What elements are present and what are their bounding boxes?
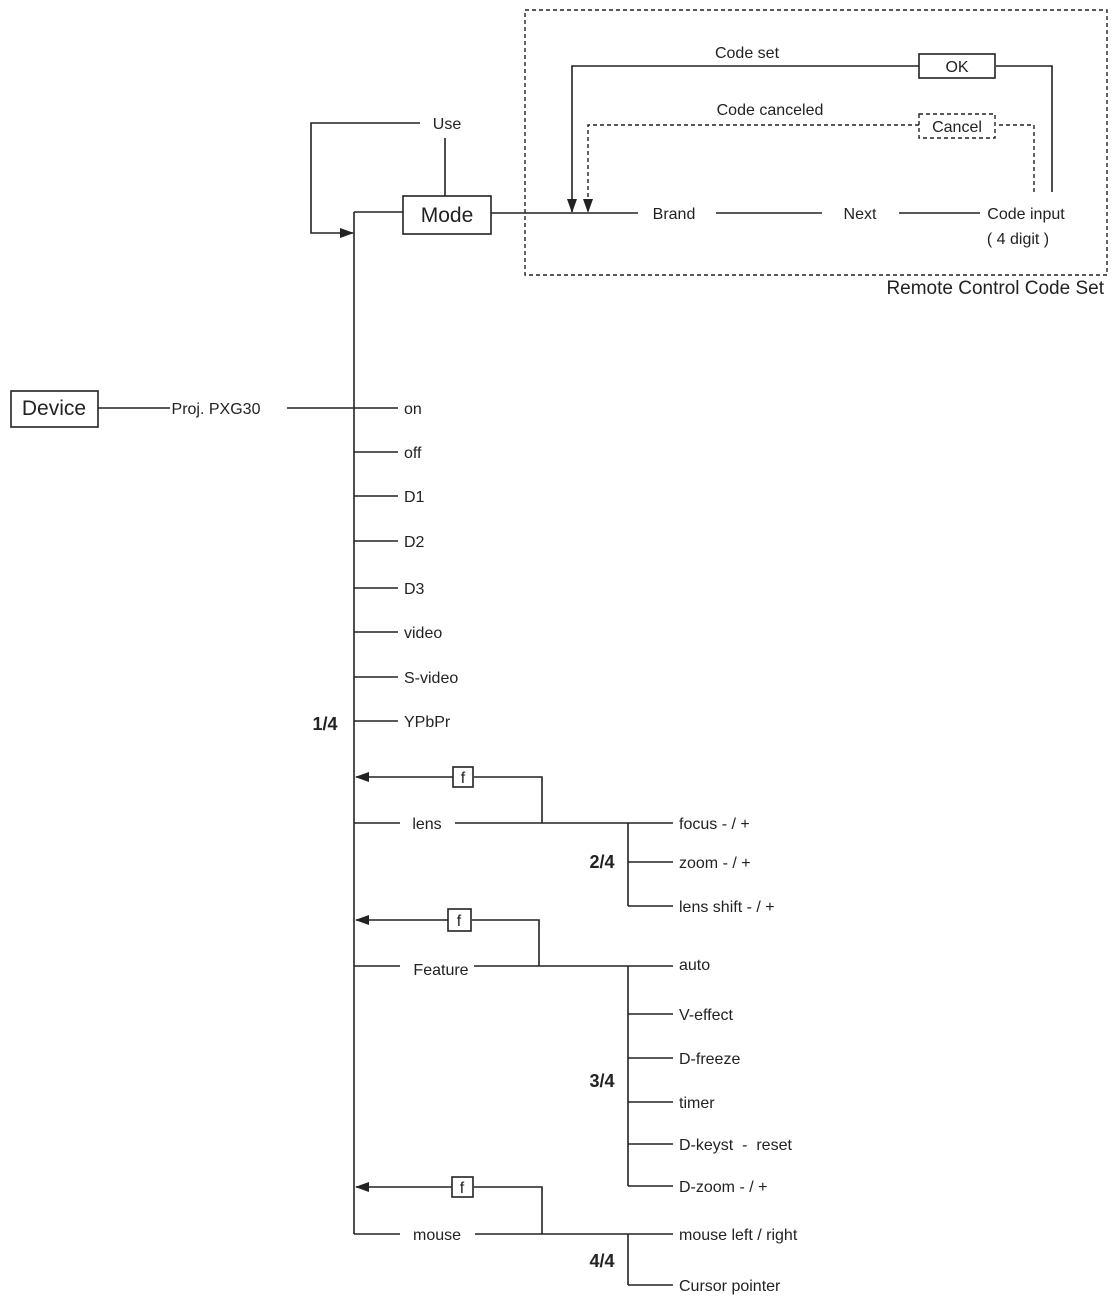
remote-code-set-frame	[524, 9, 1108, 276]
brand-label: Brand	[653, 206, 696, 223]
item-video: video	[404, 625, 442, 642]
use-loop-line	[310, 122, 420, 238]
item-timer: timer	[679, 1095, 715, 1112]
page-2-label: 2/4	[589, 852, 614, 872]
lens-f-loop-right	[474, 776, 543, 823]
code-input-note: ( 4 digit )	[987, 231, 1049, 248]
mode-key-label: Mode	[421, 204, 474, 227]
code-set-line-left	[567, 65, 919, 213]
mode-key	[402, 195, 492, 235]
next-label: Next	[844, 206, 877, 223]
mouse-f-key-label: f	[460, 1180, 465, 1197]
item-d2: D2	[404, 534, 425, 551]
item-mouse-left-right: mouse left / right	[679, 1227, 798, 1244]
code-set-line-right	[996, 65, 1053, 192]
cancel-key-label: Cancel	[932, 119, 982, 136]
item-d3: D3	[404, 581, 425, 598]
device-key	[10, 390, 99, 428]
item-cursor-pointer: Cursor pointer	[679, 1278, 781, 1295]
feature-f-key-label: f	[457, 913, 462, 930]
ok-key-label: OK	[945, 59, 968, 76]
code-canceled-line-left	[583, 124, 919, 213]
lens-label: lens	[412, 816, 441, 833]
page-1-label: 1/4	[312, 714, 337, 734]
item-on: on	[404, 401, 422, 418]
use-label: Use	[433, 116, 462, 133]
device-key-label: Device	[22, 397, 86, 420]
feature-label: Feature	[413, 962, 468, 979]
item-focus: focus - / +	[679, 816, 750, 833]
item-s-video: S-video	[404, 670, 458, 687]
item-d-zoom: D-zoom - / +	[679, 1179, 767, 1196]
item-lens-shift: lens shift - / +	[679, 899, 775, 916]
item-ypbpr: YPbPr	[404, 714, 451, 731]
lens-f-key-label: f	[461, 770, 466, 787]
remote-code-set-title: Remote Control Code Set	[886, 278, 1104, 299]
item-d-keyst: D-keyst - reset	[679, 1137, 792, 1154]
item-zoom: zoom - / +	[679, 855, 751, 872]
item-v-effect: V-effect	[679, 1007, 734, 1024]
page-4-label: 4/4	[589, 1251, 614, 1271]
mouse-f-loop-right	[474, 1186, 543, 1234]
page-3-label: 3/4	[589, 1071, 614, 1091]
cancel-key	[918, 113, 996, 139]
item-auto: auto	[679, 957, 710, 974]
feature-f-loop-right	[472, 919, 540, 966]
code-set-label: Code set	[715, 45, 780, 62]
code-canceled-label: Code canceled	[717, 102, 824, 119]
item-d1: D1	[404, 489, 425, 506]
item-off: off	[404, 445, 422, 462]
code-input-label: Code input	[987, 206, 1065, 223]
code-canceled-line-right	[996, 124, 1035, 192]
device-model-label: Proj. PXG30	[172, 401, 261, 418]
item-d-freeze: D-freeze	[679, 1051, 740, 1068]
mouse-label: mouse	[413, 1227, 461, 1244]
